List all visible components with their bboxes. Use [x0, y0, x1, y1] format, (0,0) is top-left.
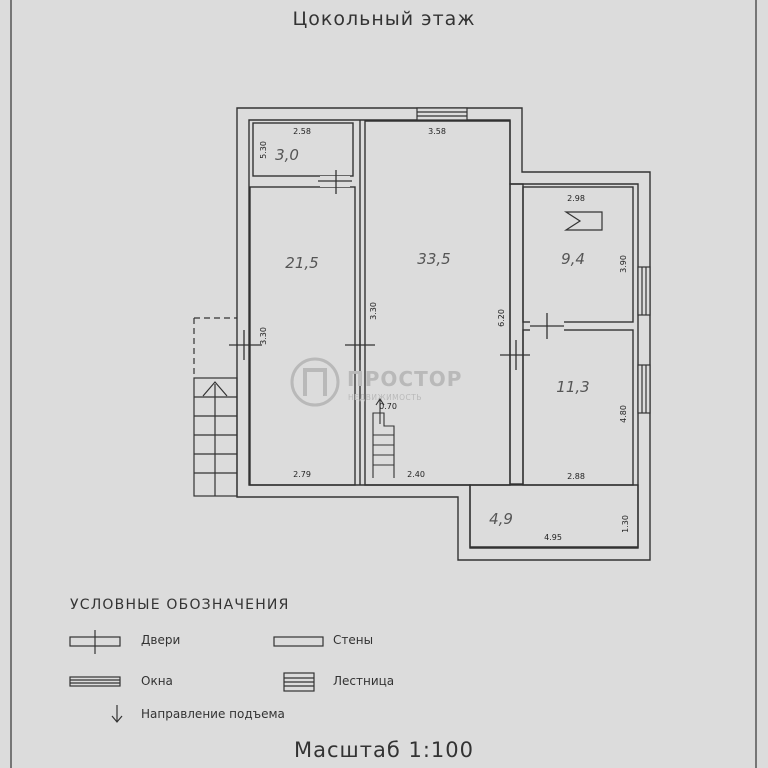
dim-right-top-height: 3.90 [619, 255, 628, 273]
doors [229, 170, 564, 370]
room-area-storage: 3,0 [275, 146, 299, 164]
storage-room-walls [252, 122, 354, 177]
dim-right-bottom-height: 4.80 [619, 405, 628, 423]
room-area-left-room: 21,5 [285, 254, 318, 272]
plan-scale: Масштаб 1:100 [294, 738, 474, 762]
dim-right-bottom-width: 2.88 [567, 472, 585, 481]
plan-title: Цокольный этаж [292, 8, 476, 30]
watermark: ПРОСТОР НЕДВИЖИМОСТЬ [290, 357, 462, 407]
watermark-logo-icon [290, 357, 340, 407]
legend-symbols [69, 630, 324, 723]
dim-right-wing-height: 6.20 [497, 309, 506, 327]
legend-doors-label: Двери [141, 633, 181, 647]
watermark-brand: ПРОСТОР [347, 367, 462, 391]
left-room-walls [249, 186, 356, 486]
room-area-bottom-room: 4,9 [489, 510, 513, 528]
dim-center-room-width: 3.58 [428, 127, 446, 136]
dim-stair-width: 0.70 [379, 402, 397, 411]
bottom-room-walls [469, 484, 639, 548]
dim-left-room-width: 2.79 [293, 470, 311, 479]
room-area-right-bottom-room: 11,3 [556, 378, 589, 396]
window-right-top [637, 266, 651, 316]
watermark-sub: НЕДВИЖИМОСТЬ [348, 393, 422, 402]
exterior-stairs [193, 317, 238, 497]
legend-stairs-label: Лестница [333, 674, 395, 688]
interior-stairs [372, 398, 395, 478]
window-top [416, 107, 468, 121]
dim-bottom-room-height: 1.30 [621, 515, 630, 533]
legend-windows-label: Окна [141, 674, 173, 688]
legend-heading: УСЛОВНЫЕ ОБОЗНАЧЕНИЯ [70, 597, 290, 613]
walls [236, 107, 651, 561]
dim-center-room-bottom: 2.40 [407, 470, 425, 479]
dim-right-top-width: 2.98 [567, 194, 585, 203]
center-right-partition [509, 183, 524, 485]
legend-wall-icon [273, 636, 324, 647]
outer-wall-inner [248, 119, 639, 549]
windows [416, 107, 651, 414]
legend-window-icon [69, 676, 121, 687]
center-room-walls [364, 120, 511, 486]
right-bottom-room-walls [522, 329, 634, 486]
dim-storage-width: 2.58 [293, 127, 311, 136]
dim-storage-height: 5.30 [259, 141, 268, 159]
room-area-center-room: 33,5 [417, 250, 450, 268]
right-top-room-walls [522, 186, 634, 323]
legend-walls-label: Стены [333, 633, 374, 647]
dim-left-room-height: 3.30 [259, 327, 268, 345]
dim-bottom-room-width: 4.95 [544, 533, 562, 542]
outer-wall-outer [236, 107, 651, 561]
room-area-right-top-room: 9,4 [561, 250, 585, 268]
dim-center-room-height: 3.30 [369, 302, 378, 320]
legend-lift-direction-label: Направление подъема [141, 707, 285, 721]
window-right-bottom [637, 364, 651, 414]
fixture-icon [563, 211, 603, 231]
